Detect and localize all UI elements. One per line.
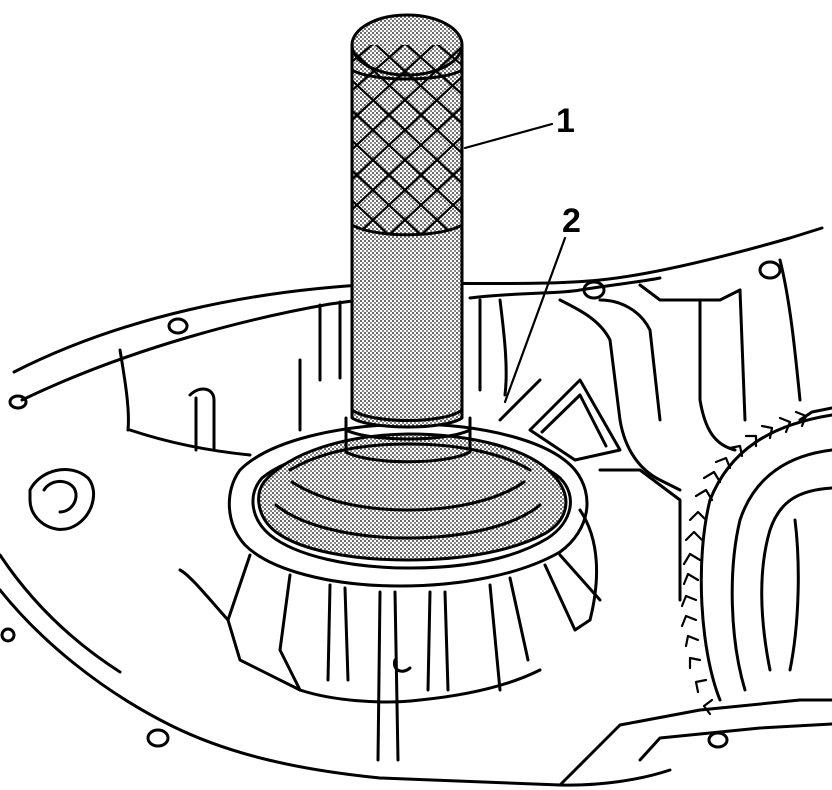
bearing-housing	[178, 422, 602, 762]
transmission-case	[0, 226, 832, 787]
callout-2-leader	[503, 236, 567, 404]
knurled-grip	[352, 45, 462, 234]
gear	[680, 406, 832, 716]
callout-2-label: 2	[562, 202, 581, 240]
callout-1-label: 1	[556, 102, 575, 140]
seal-installer-tool	[257, 13, 568, 562]
callout-1-leader	[463, 122, 554, 150]
